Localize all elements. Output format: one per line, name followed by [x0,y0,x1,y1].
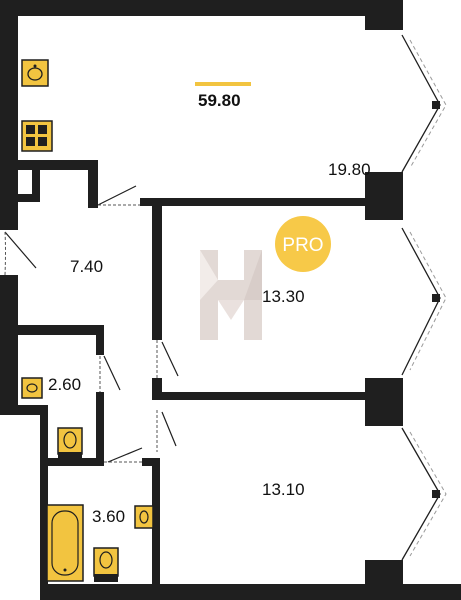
room-bathroom-area: 3.60 [92,507,125,526]
bathtub-icon [46,504,84,582]
h-logo-icon [200,250,262,340]
pro-badge-label: PRO [282,235,323,256]
room-wardrobe-area: 2.60 [48,375,81,394]
kitchen-sink-icon [21,59,49,87]
door-wardrobe[interactable] [99,355,121,392]
pro-badge [275,216,331,272]
door-living[interactable] [97,185,140,206]
toilet-icon [57,427,83,460]
room-hall-area: 7.40 [70,257,103,276]
total-area-bar [195,82,251,86]
bay-windows [401,34,447,561]
room-bedroom-2-area: 13.10 [262,480,305,499]
door-bedroom-1[interactable] [156,340,179,378]
room-bedroom-1-area: 13.30 [262,287,305,306]
door-bathroom[interactable] [104,447,143,463]
total-area: 59.80 [198,91,241,110]
bathroom-toilet-icon [93,547,119,582]
room-living-area: 19.80 [328,160,371,179]
stove-icon [21,120,53,152]
door-entrance[interactable] [4,231,37,276]
doors [4,185,179,463]
wardrobe-sink-icon [21,377,43,399]
bathroom-sink-icon [134,505,154,529]
door-bedroom-2[interactable] [156,410,177,452]
